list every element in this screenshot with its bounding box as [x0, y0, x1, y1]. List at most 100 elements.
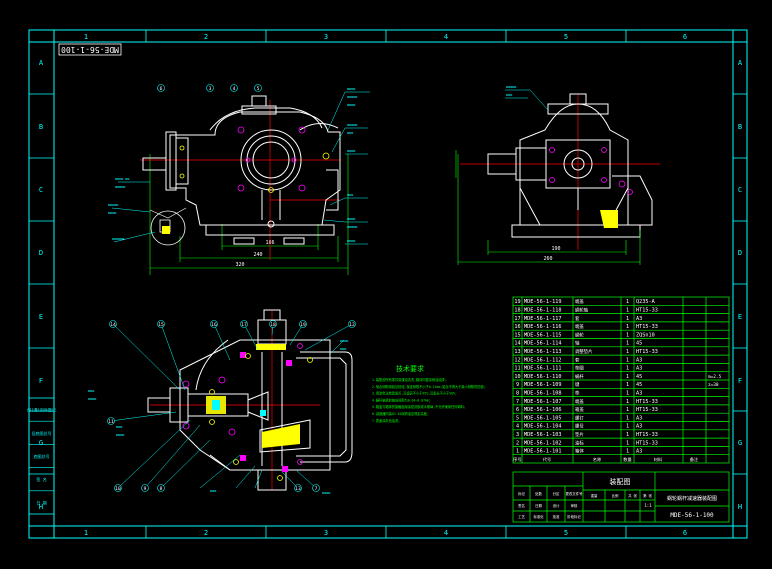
- frame-row-label-left: E: [39, 313, 43, 321]
- frame-col-label-bottom: 3: [324, 529, 328, 537]
- parts-row-code: MDE-56-1-101: [524, 449, 561, 455]
- section-balloon-label: 8: [160, 486, 163, 492]
- parts-row-name: 端盖: [575, 298, 584, 305]
- svg-text:▬▬▬: ▬▬▬: [347, 131, 354, 135]
- parts-row-material: A3: [636, 424, 642, 430]
- parts-row-name: 螺钉: [575, 414, 584, 421]
- side-dim-base: 190: [551, 246, 560, 252]
- parts-row-code: MDE-56-1-118: [524, 308, 561, 314]
- drawing-code-stamp: MDE-56-1-100: [58, 43, 122, 56]
- tech-req-line: 7.表面涂灰色油漆。: [372, 418, 401, 423]
- frame-row-label-right: E: [738, 313, 742, 321]
- frame-row-label-left: B: [39, 123, 43, 131]
- svg-text:▬▬▬▬: ▬▬▬▬: [108, 211, 117, 215]
- parts-row-name: 垫: [575, 390, 580, 397]
- parts-row-qty: 1: [626, 324, 629, 330]
- frame-row-label-right: H: [738, 503, 742, 511]
- left-block-label: 旧底图总号: [32, 430, 52, 436]
- svg-text:▬▬▬▬: ▬▬▬▬: [347, 239, 356, 243]
- parts-row-no: 6: [516, 407, 519, 413]
- left-block-label: 签 名: [36, 476, 46, 482]
- svg-text:▬▬▬▬▬: ▬▬▬▬▬: [506, 85, 517, 89]
- front-balloon-circle: [254, 84, 262, 92]
- parts-row-qty: 1: [626, 349, 629, 355]
- parts-row-no: 18: [514, 308, 520, 314]
- frame-row-label-right: A: [738, 59, 743, 67]
- parts-row-name: 调整垫片: [575, 348, 593, 355]
- parts-row-code: MDE-56-1-108: [524, 391, 561, 397]
- frame-row-label-left: C: [39, 186, 43, 194]
- section-balloon-label: 18: [270, 322, 276, 328]
- side-dim-overall: 260: [543, 256, 552, 262]
- title-block-small-label: 批准: [553, 514, 560, 519]
- frame-col-label-top: 6: [683, 33, 687, 41]
- front-balloon-label: 3: [209, 86, 212, 92]
- parts-row-no: 17: [514, 316, 520, 322]
- frame-row-label-left: G: [39, 439, 43, 447]
- frame-col-label-top: 1: [84, 33, 88, 41]
- parts-row-material: A3: [636, 449, 642, 455]
- svg-text:▬▬▬▬: ▬▬▬▬: [340, 339, 349, 343]
- svg-text:▬▬▬: ▬▬▬: [88, 389, 95, 393]
- title-block-small-label: 分区: [553, 491, 560, 496]
- title-block-subtitle: 蜗轮蜗杆减速器装配图: [667, 495, 717, 502]
- section-balloon-label: 14: [110, 322, 116, 328]
- parts-row-name: 垫片: [575, 431, 584, 438]
- parts-row-qty: 1: [626, 366, 629, 372]
- parts-row-name: 箱体: [575, 448, 584, 455]
- frame-row-label-right: D: [738, 249, 742, 257]
- front-balloon-label: 6: [160, 86, 163, 92]
- parts-row-qty: 1: [626, 357, 629, 363]
- section-balloon-circle: [269, 320, 277, 328]
- section-balloon-circle: [312, 484, 320, 492]
- parts-row-material: A3: [636, 316, 642, 322]
- frame-col-label-bottom: 4: [444, 529, 448, 537]
- technical-requirements: 技术要求 1.装配前所有零件用煤油清洗,箱体内壁涂耐油油漆;2.啮合侧隙用铅丝检…: [372, 364, 486, 423]
- parts-row-code: MDE-56-1-103: [524, 432, 561, 438]
- parts-row-code: MDE-56-1-114: [524, 341, 561, 347]
- parts-row-code: MDE-56-1-117: [524, 316, 561, 322]
- parts-row-code: MDE-56-1-106: [524, 407, 561, 413]
- parts-header-cell: 数量: [623, 456, 631, 463]
- parts-row-material: A3: [636, 391, 642, 397]
- frame-col-label-bottom: 6: [683, 529, 687, 537]
- title-block-small-label: 共 张: [628, 493, 637, 498]
- parts-row-no: 5: [516, 415, 519, 421]
- parts-header-cell: 代号: [543, 456, 551, 463]
- title-block-small-label: 标准化: [533, 514, 544, 519]
- parts-row-code: MDE-56-1-105: [524, 415, 561, 421]
- svg-text:▬▬▬▬: ▬▬▬▬: [347, 217, 356, 221]
- frame-row-label-right: B: [738, 123, 742, 131]
- title-block-small-label: 比例: [612, 493, 619, 498]
- title-block-small-label: 更改文件号: [566, 491, 584, 496]
- section-balloon-label: 13: [295, 486, 301, 492]
- parts-row-no: 4: [516, 424, 519, 430]
- svg-text:▬▬▬▬: ▬▬▬▬: [88, 397, 97, 401]
- parts-row-qty: 1: [626, 407, 629, 413]
- svg-text:▬▬▬▬: ▬▬▬▬: [347, 149, 356, 153]
- parts-row-qty: 1: [626, 415, 629, 421]
- parts-row-code: MDE-56-1-111: [524, 366, 561, 372]
- parts-row-note: z=30: [708, 382, 719, 388]
- parts-row-no: 1: [516, 449, 519, 455]
- svg-text:▬▬▬▬ ▬▬: ▬▬▬▬ ▬▬: [115, 177, 130, 181]
- section-balloon-circle: [109, 320, 117, 328]
- parts-row-code: MDE-56-1-115: [524, 332, 561, 338]
- section-balloon-circle: [114, 484, 122, 492]
- tech-req-line: 4.蜗杆轴承的轴向间隙为0.04~0.07mm;: [372, 397, 431, 402]
- title-block-small-label: 签名: [518, 503, 525, 508]
- parts-header-cell: 名称: [593, 456, 601, 463]
- frame-row-label-left: A: [39, 59, 44, 67]
- frame-row-label-right: F: [738, 377, 742, 385]
- svg-text:▬▬▬▬▬: ▬▬▬▬▬: [115, 185, 126, 189]
- frame-col-label-top: 2: [204, 33, 208, 41]
- section-balloon-label: 15: [158, 322, 164, 328]
- drawing-code-stamp-text: MDE-56-1-100: [61, 45, 119, 54]
- parts-row-no: 9: [516, 382, 519, 388]
- parts-row-name: 套: [575, 356, 580, 363]
- parts-row-no: 12: [514, 357, 520, 363]
